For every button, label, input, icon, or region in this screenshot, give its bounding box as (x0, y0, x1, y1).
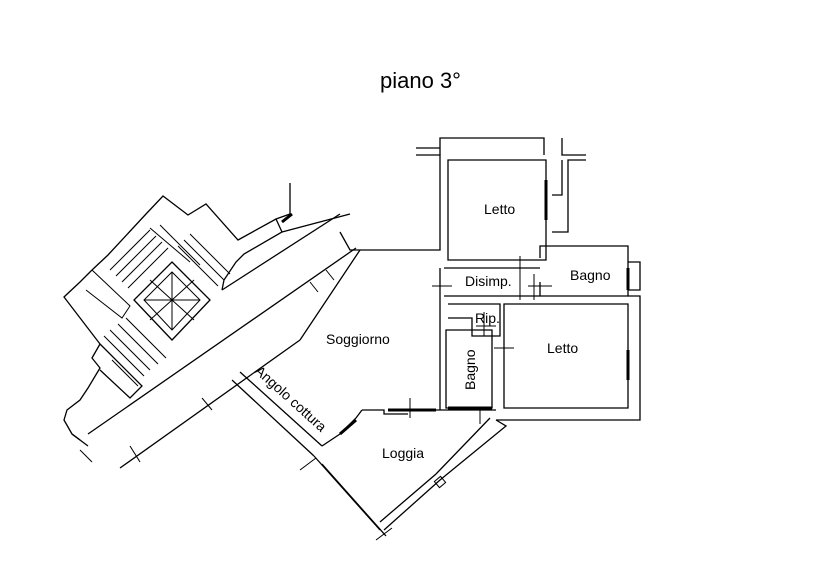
floor-title: piano 3° (380, 68, 461, 93)
room-label-soggiorno: Soggiorno (326, 331, 390, 347)
room-label-disimp: Disimp. (465, 273, 512, 289)
room-label-letto-top: Letto (484, 201, 515, 217)
room-label-angolo-cottura: Angolo cottura (252, 362, 330, 434)
room-label-rip: Rip. (475, 310, 500, 326)
room-label-bagno-small: Bagno (462, 349, 478, 390)
room-label-bagno-right: Bagno (570, 267, 611, 283)
corridor (71, 212, 361, 469)
room-label-loggia: Loggia (382, 445, 424, 461)
apartment-walls (231, 137, 641, 541)
room-label-letto-right: Letto (547, 340, 578, 356)
staircase (63, 183, 291, 441)
